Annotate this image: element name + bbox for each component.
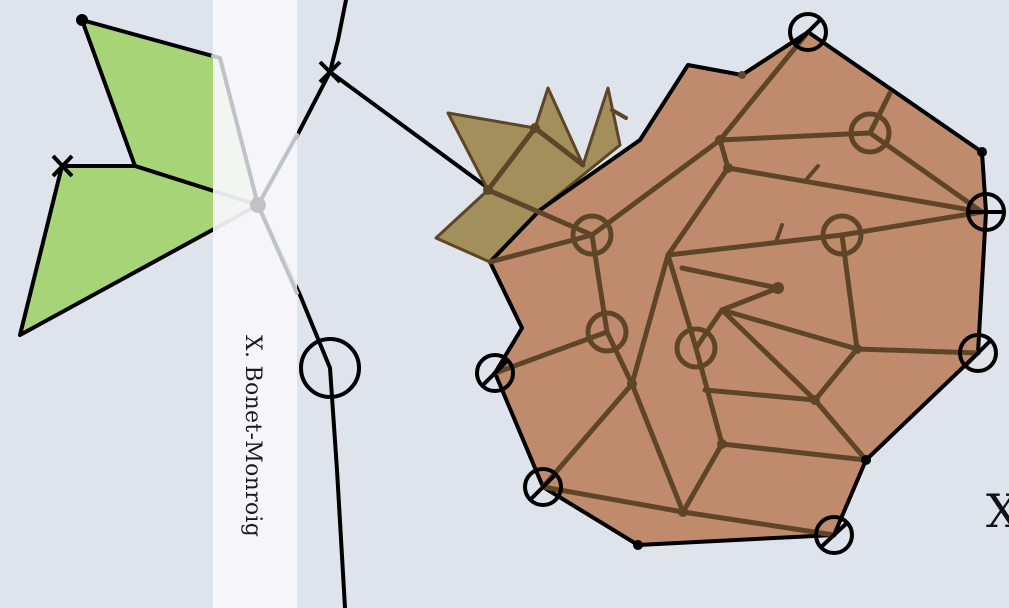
circle-cross-marker-icon [475, 353, 515, 393]
open-circle-marker-icon [674, 326, 718, 370]
circle-cross-marker-icon [966, 192, 1006, 232]
author-name: X. Bonet-Monroig [240, 335, 265, 538]
cross-marker-icon [51, 154, 74, 178]
internal-vertex-dots [483, 71, 862, 517]
circle-cross-marker-icon [958, 333, 998, 373]
vertex-dot-icon [76, 14, 88, 26]
open-circle-marker-icon [848, 111, 892, 155]
edge-tick-marks [610, 108, 820, 244]
open-circle-marker-icon [570, 213, 614, 257]
open-circle-marker-icon [299, 337, 361, 399]
circle-cross-marker-icon [523, 467, 563, 507]
main-polygon [488, 30, 988, 547]
circle-cross-marker-icon [814, 515, 854, 555]
internal-circle-markers [570, 111, 892, 370]
internal-network [485, 29, 985, 538]
open-circle-marker-icon [820, 213, 864, 257]
edge-glyph: X [986, 484, 1009, 538]
cross-marker-icon [318, 60, 342, 84]
olive-faces [434, 86, 622, 264]
boundary-vertex-dots [633, 147, 987, 550]
circle-cross-marker-icon [788, 12, 828, 52]
open-circle-marker-icon [585, 310, 629, 354]
boundary-markers [475, 12, 1006, 555]
